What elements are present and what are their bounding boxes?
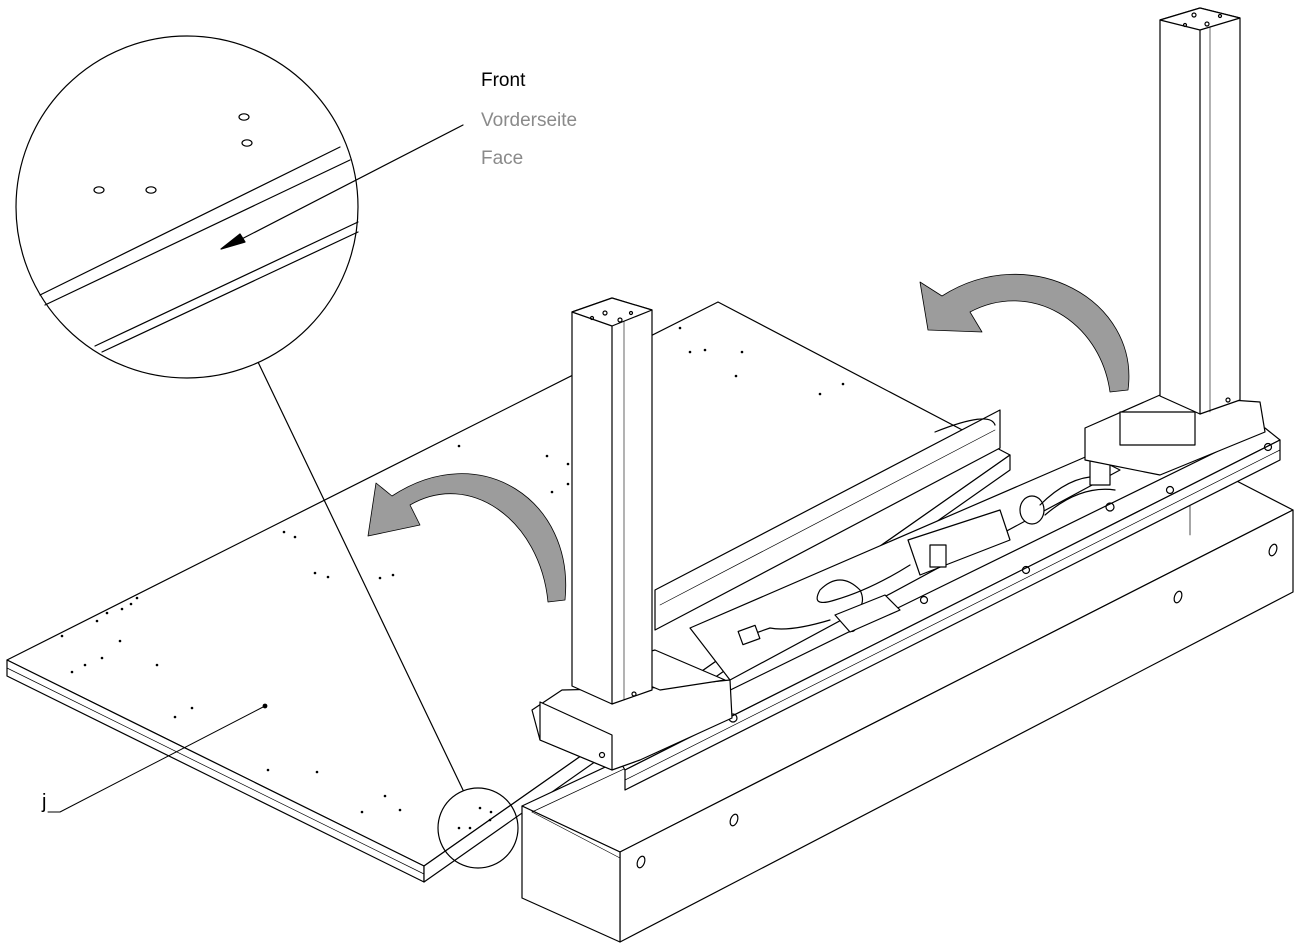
left-rotation-arrow bbox=[367, 473, 567, 603]
desk-top-holes bbox=[60, 326, 845, 830]
part-leader-line bbox=[47, 705, 266, 813]
right-rotation-arrow bbox=[919, 273, 1130, 393]
left-leg-column bbox=[531, 297, 733, 771]
front-label-fr: Face bbox=[481, 148, 524, 169]
part-letter-label: j bbox=[42, 791, 47, 813]
detail-callout bbox=[15, 35, 519, 869]
control-box-and-cables bbox=[737, 454, 1116, 646]
front-label-en: Front bbox=[481, 70, 526, 91]
right-leg-column bbox=[1084, 7, 1266, 476]
front-label-de: Vorderseite bbox=[481, 110, 578, 131]
